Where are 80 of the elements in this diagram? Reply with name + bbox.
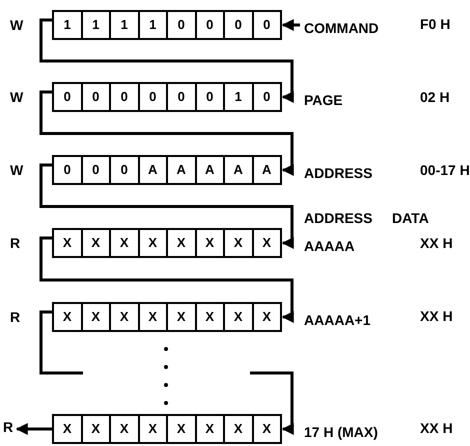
arrow (40, 18, 294, 103)
bit-cell: X (223, 416, 252, 442)
register-name: AAAAA (304, 239, 355, 253)
bit-cell: 0 (194, 84, 223, 110)
bit-cell: 0 (252, 84, 280, 110)
bit-cell-text: 0 (62, 88, 72, 106)
bit-cell: X (194, 416, 223, 442)
access-label: W (10, 18, 24, 32)
bit-cell: X (194, 230, 223, 256)
register-row (52, 10, 282, 40)
access-label: R (3, 420, 14, 434)
hex-value: XX H (420, 236, 453, 250)
arrow (40, 90, 294, 176)
register-name: AAAAA+1 (304, 313, 371, 327)
register-row (52, 155, 282, 185)
bit-cell: 0 (223, 12, 252, 38)
bit-cell: X (166, 304, 194, 330)
bit-cell: 1 (223, 84, 252, 110)
bit-cell: X (138, 304, 166, 330)
arrow (40, 164, 294, 249)
bit-cell: 0 (80, 84, 109, 110)
hex-value: 02 H (420, 90, 450, 104)
bit-cell: 1 (138, 12, 166, 38)
bit-cell: X (80, 304, 109, 330)
register-row (52, 414, 282, 444)
bit-cell-text: 0 (62, 161, 72, 180)
bit-cell: 0 (194, 12, 223, 38)
arrow (40, 236, 294, 323)
bit-cell: 0 (166, 12, 194, 38)
bit-cell: X (166, 230, 194, 256)
bit-cell: X (223, 304, 252, 330)
bit-cell: X (252, 416, 280, 442)
bit-cell: 0 (138, 84, 166, 110)
bit-cell: 1 (109, 12, 138, 38)
arrow (282, 19, 300, 31)
register-name: PAGE (304, 93, 343, 107)
bit-cell: 0 (80, 157, 109, 183)
access-label: W (10, 90, 24, 104)
register-row (52, 302, 282, 332)
bit-cell-text: 1 (62, 16, 72, 34)
bit-cell: A (194, 157, 223, 183)
bit-cell: X (138, 416, 166, 442)
bit-cell: A (166, 157, 194, 183)
bit-cell-text: X (62, 234, 73, 252)
bit-cell: A (138, 157, 166, 183)
bit-cell: X (166, 416, 194, 442)
register-row (52, 228, 282, 258)
column-header: ADDRESS (304, 211, 372, 225)
bit-cell: X (80, 230, 109, 256)
bit-cell: 0 (166, 84, 194, 110)
bit-cell: X (252, 230, 280, 256)
bit-cell: A (223, 157, 252, 183)
bit-cell: X (80, 416, 109, 442)
arrow (16, 423, 52, 435)
bit-cell-text: X (62, 420, 73, 438)
bit-cell: X (138, 230, 166, 256)
bit-cell: 0 (109, 157, 138, 183)
register-name: COMMAND (304, 21, 379, 35)
bit-cell: X (223, 230, 252, 256)
register-name: 17 H (MAX) (304, 425, 378, 439)
register-row (52, 82, 282, 112)
hex-value: XX H (420, 421, 453, 435)
bit-cell: X (109, 416, 138, 442)
hex-value: 00-17 H (420, 163, 470, 177)
bit-cell: X (194, 304, 223, 330)
bit-cell: 0 (252, 12, 280, 38)
bit-cell: X (109, 304, 138, 330)
hex-value: F0 H (420, 17, 450, 31)
access-label: W (10, 163, 24, 177)
access-label: R (10, 236, 20, 250)
bit-cell-text: X (62, 308, 73, 326)
access-label: R (10, 310, 20, 324)
column-header: DATA (392, 211, 429, 225)
register-name: ADDRESS (304, 166, 372, 180)
hex-value: XX H (420, 309, 453, 323)
bit-cell: 0 (109, 84, 138, 110)
bit-cell: A (252, 157, 280, 183)
bit-cell: 1 (80, 12, 109, 38)
bit-cell: X (109, 230, 138, 256)
bit-cell: X (252, 304, 280, 330)
